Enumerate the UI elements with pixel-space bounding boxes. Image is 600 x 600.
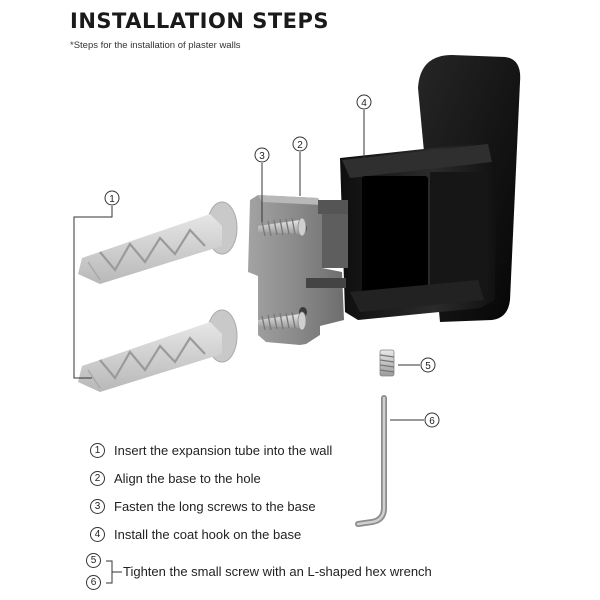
step-text: Fasten the long screws to the base (114, 499, 316, 514)
callout-leaders (73, 110, 424, 421)
svg-text:2: 2 (297, 140, 303, 151)
svg-text:6: 6 (429, 416, 435, 427)
step-number: 2 (90, 471, 105, 486)
step-1: 1 Insert the expansion tube into the wal… (90, 443, 332, 458)
step-3: 3 Fasten the long screws to the base (90, 499, 316, 514)
svg-text:4: 4 (361, 98, 367, 109)
set-screw-part (379, 349, 395, 377)
long-screw-top (258, 217, 307, 237)
callout-5: 5 (420, 357, 436, 373)
step-4: 4 Install the coat hook on the base (90, 527, 301, 542)
step-number: 1 (90, 443, 105, 458)
expansion-anchor-bottom (78, 309, 238, 392)
step-2: 2 Align the base to the hole (90, 471, 261, 486)
expansion-anchor-top (78, 201, 238, 284)
step-number: 5 (86, 553, 101, 568)
page-subtitle: *Steps for the installation of plaster w… (70, 40, 241, 51)
step-bracket (106, 560, 122, 584)
step-number: 4 (90, 527, 105, 542)
step-text: Insert the expansion tube into the wall (114, 443, 333, 458)
callout-1: 1 (104, 190, 120, 206)
callout-2: 2 (292, 136, 308, 152)
svg-text:1: 1 (109, 194, 115, 205)
long-screw-bottom (258, 311, 307, 331)
coat-hook-part (340, 55, 521, 322)
hex-wrench-part (355, 395, 387, 527)
step-text: Install the coat hook on the base (114, 527, 302, 542)
svg-text:3: 3 (259, 151, 265, 162)
callout-4: 4 (356, 94, 372, 110)
step-text: Align the base to the hole (114, 471, 261, 486)
callout-3: 3 (254, 147, 270, 163)
callout-6: 6 (424, 412, 440, 428)
step-5-6-text: Tighten the small screw with an L-shaped… (123, 564, 432, 579)
step-number: 6 (86, 575, 101, 590)
svg-text:5: 5 (425, 361, 431, 372)
step-5-6-numbers: 5 6 (86, 553, 106, 593)
page-title: INSTALLATION STEPS (70, 9, 330, 33)
step-number: 3 (90, 499, 105, 514)
